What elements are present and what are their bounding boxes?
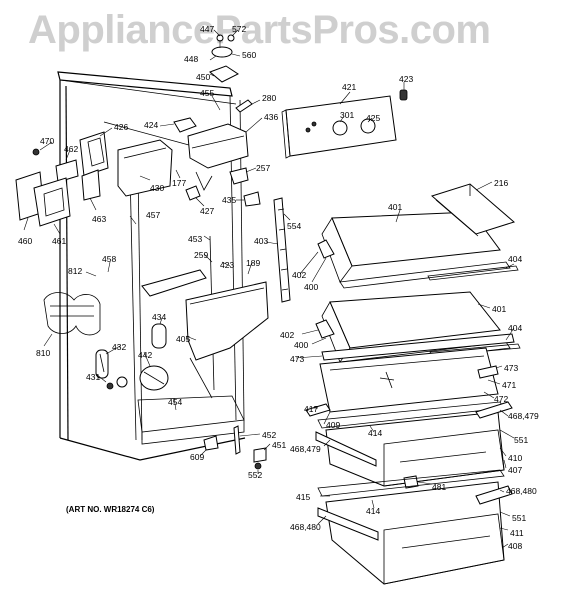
part-number-label: 301 [340,110,354,120]
art-number: (ART NO. WR18274 C6) [66,505,155,514]
upper-crisper-drawer [305,401,513,489]
part-number-label: 401 [492,304,506,314]
part-number-label: 560 [242,50,256,60]
part-number-label: 257 [256,163,270,173]
part-number-label: 259 [194,250,208,260]
part-number-label: 404 [508,323,522,333]
part-number-label: 468,480 [506,486,537,496]
part-number-label: 472 [494,394,508,404]
control-assembly [173,34,408,207]
part-number-label: 473 [290,354,304,364]
leader-lines [23,29,515,549]
dairy-bin [430,183,516,237]
part-number-label: 434 [152,312,166,322]
part-number-label: 451 [272,440,286,450]
part-number-label: 189 [246,258,260,268]
part-number-label: 551 [514,435,528,445]
part-number-label: 473 [504,363,518,373]
part-number-label: 468,479 [290,444,321,454]
part-number-label: 403 [254,236,268,246]
part-number-label: 425 [366,113,380,123]
part-number-label: 468,480 [290,522,321,532]
part-number-label: 435 [222,195,236,205]
part-number-label: 426 [114,122,128,132]
part-number-label: 408 [508,541,522,551]
part-number-label: 432 [112,342,126,352]
part-number-label: 414 [368,428,382,438]
part-number-label: 462 [64,144,78,154]
part-number-label: 414 [366,506,380,516]
part-number-label: 430 [150,183,164,193]
part-number-label: 470 [40,136,54,146]
part-number-label: 280 [262,93,276,103]
part-number-label: 400 [294,340,308,350]
part-number-label: 409 [326,420,340,430]
part-number-label: 423 [220,260,234,270]
part-number-label: 424 [144,120,158,130]
part-number-label: 417 [304,404,318,414]
part-number-label: 411 [510,528,524,538]
part-number-label: 810 [36,348,50,358]
part-number-label: 812 [68,266,82,276]
part-number-label: 405 [176,334,190,344]
part-number-label: 431 [86,372,100,382]
crisper-cover [319,333,515,413]
part-number-label: 452 [262,430,276,440]
part-number-label: 450 [196,72,210,82]
part-number-label: 458 [102,254,116,264]
part-number-label: 404 [508,254,522,264]
part-number-label: 401 [388,202,402,212]
part-number-label: 415 [296,492,310,502]
part-number-label: 460 [18,236,32,246]
part-number-label: 427 [200,206,214,216]
part-number-label: 455 [200,88,214,98]
part-number-label: 421 [342,82,356,92]
part-number-label: 463 [92,214,106,224]
part-number-label: 442 [138,350,152,360]
part-number-label: 407 [508,465,522,475]
part-number-label: 454 [168,397,182,407]
part-number-label: 436 [264,112,278,122]
part-number-label: 481 [432,482,446,492]
part-number-label: 453 [188,234,202,244]
part-number-label: 572 [232,24,246,34]
part-number-label: 423 [399,74,413,84]
part-number-label: 402 [280,330,294,340]
part-number-label: 461 [52,236,66,246]
part-number-label: 609 [190,452,204,462]
part-number-label: 468,479 [508,411,539,421]
part-number-label: 216 [494,178,508,188]
part-number-label: 402 [292,270,306,280]
left-parts [15,131,269,470]
lower-crisper-drawer [317,469,513,585]
part-number-label: 471 [502,380,516,390]
part-number-label: 552 [248,470,262,480]
part-number-labels: 447 572 448 560 450 455 280 421 423 301 425 436 424 4… [18,24,539,551]
watermark-title: AppliancePartsPros.com [28,8,491,52]
part-number-label: 554 [287,221,301,231]
part-number-label: 457 [146,210,160,220]
part-number-label: 447 [200,24,214,34]
shelf-ladder [273,197,291,303]
part-number-label: 448 [184,54,198,64]
part-number-label: 410 [508,453,522,463]
part-number-label: 177 [172,178,186,188]
shelves [315,211,521,369]
part-number-label: 551 [512,513,526,523]
part-number-label: 400 [304,282,318,292]
